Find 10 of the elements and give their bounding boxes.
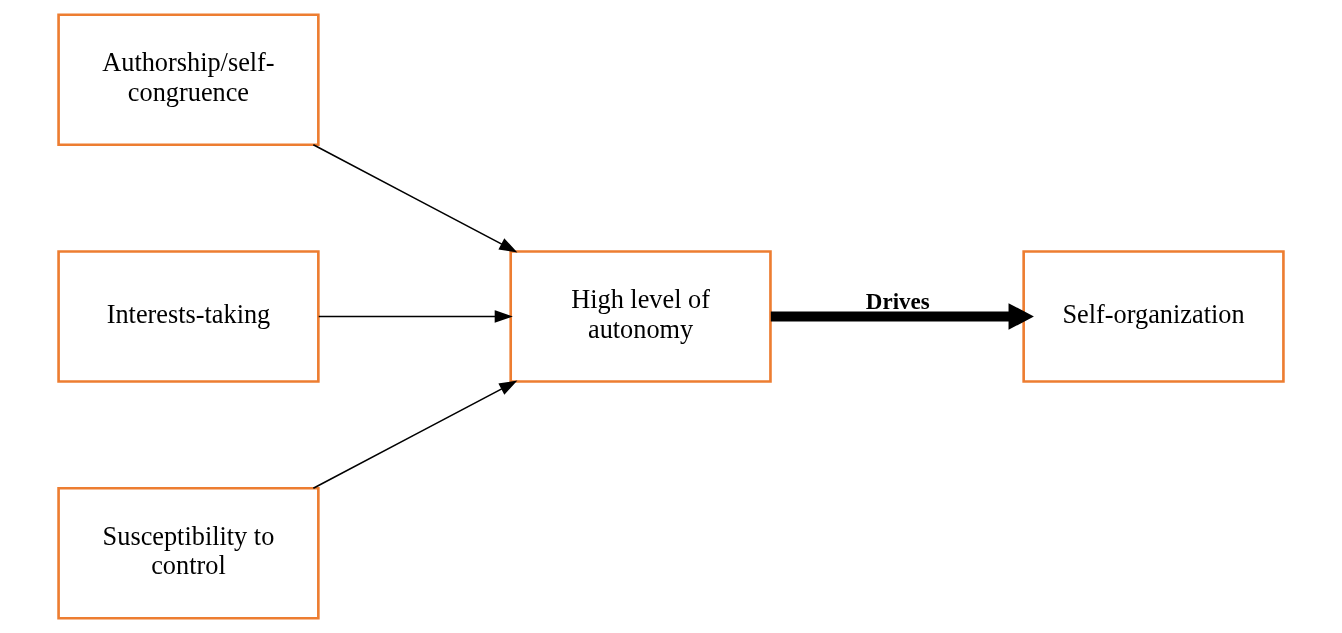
arrow bbox=[317, 310, 513, 323]
node-box: Authorship/self-congruence bbox=[57, 13, 320, 146]
arrow bbox=[312, 380, 518, 490]
arrow bbox=[770, 303, 1034, 330]
edge-label: Drives bbox=[865, 287, 930, 314]
node-box: Susceptibility to control bbox=[57, 487, 320, 620]
node-box: High level of autonomy bbox=[509, 250, 772, 383]
node-box: Self-organization bbox=[1022, 250, 1285, 383]
arrow bbox=[312, 143, 518, 253]
node-box: Interests-taking bbox=[57, 250, 320, 383]
